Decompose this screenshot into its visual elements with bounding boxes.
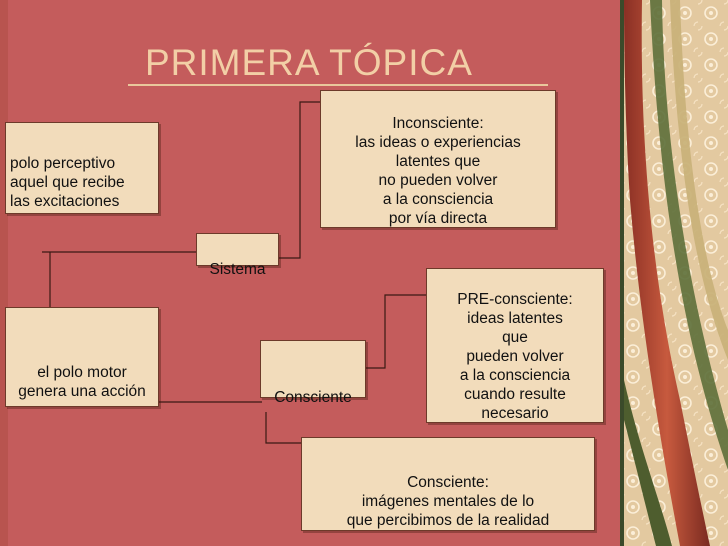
inconsciente-box: Inconsciente: las ideas o experiencias l…: [320, 90, 556, 228]
slide-title: PRIMERA TÓPICA: [145, 42, 473, 83]
preconsciente-box: PRE-consciente: ideas latentes que puede…: [426, 268, 604, 423]
polo-motor-box: el polo motor genera una acción: [5, 307, 159, 407]
consciente-definition-text: Consciente: imágenes mentales de lo que …: [346, 474, 550, 529]
connector-consciente-preconsciente: [366, 294, 426, 369]
slide-frame: [0, 0, 8, 546]
ribbon-1: [624, 0, 710, 546]
preconsciente-text: PRE-consciente: ideas latentes que puede…: [457, 291, 573, 422]
title-underline: [128, 84, 548, 86]
sistema-box: Sistema: [196, 233, 279, 278]
decorative-side-pattern: [620, 0, 728, 546]
consciente-text: Consciente: [274, 389, 352, 406]
ribbon-4: [624, 380, 672, 546]
sistema-text: Sistema: [209, 261, 266, 278]
ribbon-2: [650, 0, 728, 470]
polo-motor-text: el polo motor genera una acción: [18, 364, 146, 400]
connector-sistema-inconsciente: [278, 101, 320, 259]
polo-perceptivo-box: polo perceptivo aquel que recibe las exc…: [5, 122, 159, 214]
ribbon-3: [670, 0, 728, 360]
polo-perceptivo-text: polo perceptivo aquel que recibe las exc…: [10, 155, 125, 210]
consciente-box: Consciente: [260, 340, 366, 406]
consciente-definition-box: Consciente: imágenes mentales de lo que …: [301, 437, 595, 531]
connector-consciente-definition: [265, 412, 301, 444]
inconsciente-text: Inconsciente: las ideas o experiencias l…: [355, 115, 521, 227]
